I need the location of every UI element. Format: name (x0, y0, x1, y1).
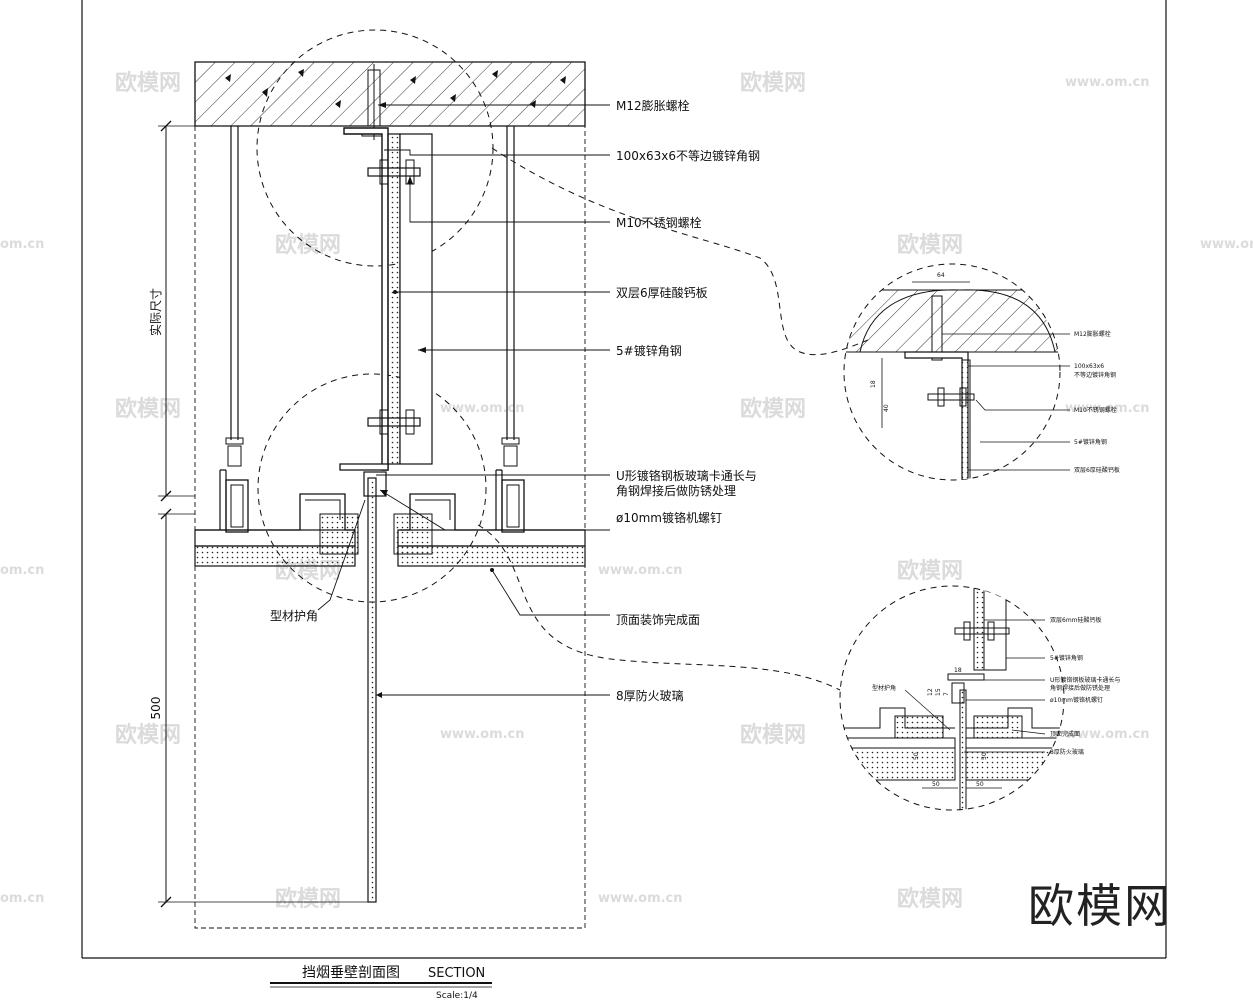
d2-dim-18: 18 (954, 667, 962, 674)
drawing-scale: Scale:1/4 (436, 991, 478, 1001)
d2-dim-50a: 50 (932, 781, 940, 788)
dim-500: 500 (149, 697, 163, 720)
watermark: 欧模网 (897, 232, 963, 258)
watermark-url: www.om.cn (598, 891, 683, 906)
watermark-url: www.om.cn (1065, 75, 1150, 90)
label-m12-bolt: M12膨胀螺栓 (616, 98, 690, 113)
watermark: 欧模网 (740, 70, 806, 96)
watermark: 欧模网 (740, 722, 806, 748)
d1-dim-64: 64 (937, 272, 945, 279)
label-screw: ø10mm镀铬机螺钉 (616, 510, 722, 525)
d2-label-board: 双层6mm硅酸钙板 (1050, 616, 1102, 624)
sheet-frame (81, 0, 1167, 959)
label-angle5: 5#镀锌角钢 (616, 344, 682, 358)
d2-label-finish: 顶面完成面 (1050, 730, 1080, 738)
d2-label-glass: 8厚防火玻璃 (1050, 748, 1084, 756)
detail-circle-top (256, 29, 494, 267)
watermark: 欧模网 (115, 70, 181, 96)
watermark-url: www.om.cn (1200, 237, 1253, 252)
leader-curve-top (491, 147, 869, 356)
watermark: 欧模网 (897, 558, 963, 584)
d1-label-m10: M10不锈钢螺栓 (1074, 406, 1117, 414)
d2-label-u-a: U形镀铬钢板玻璃卡通长与 (1050, 676, 1120, 684)
d2-label-u-b: 角钢焊接后做防锈处理 (1050, 684, 1110, 692)
label-u-channel-1: U形镀铬钢板玻璃卡通长与 (616, 468, 757, 483)
watermark-url: www.om.cn (598, 563, 683, 578)
watermarks: 欧模网 欧模网 www.om.cn 欧模网 欧模网 om.cn www.om.c… (0, 70, 1253, 912)
watermark: 欧模网 (115, 722, 181, 748)
watermark-url: www.om.cn (1065, 727, 1150, 742)
d2-dim-50d: 50 (981, 752, 988, 760)
slab-aggregate-marks (225, 69, 566, 108)
label-u-channel-2: 角钢焊接后做防锈处理 (616, 483, 736, 498)
watermark: 欧模网 (115, 396, 181, 422)
label-angle-100: 100x63x6不等边镀锌角钢 (616, 149, 760, 163)
drawing-section-label: SECTION (428, 966, 485, 981)
d2-dim-12: 12 (927, 688, 934, 696)
d1-label-board: 双层6厚硅酸钙板 (1074, 466, 1120, 474)
watermark-url: www.om.cn (1065, 401, 1150, 416)
d2-dim-15: 15 (935, 688, 942, 696)
d2-label-screw: ø10mm镀铬机螺钉 (1050, 696, 1103, 704)
fire-glass (367, 477, 377, 903)
dim-actual-size: 实际尺寸 (148, 288, 163, 336)
concrete-slab (194, 61, 586, 127)
watermark: 欧模网 (740, 396, 806, 422)
watermark-url: om.cn (0, 891, 44, 906)
watermark-url: om.cn (0, 237, 44, 252)
label-board: 双层6厚硅酸钙板 (616, 285, 708, 300)
watermark-url: www.om.cn (440, 401, 525, 416)
d1-label-angle5: 5#镀锌角钢 (1074, 438, 1107, 446)
d2-label-angle5: 5#镀锌角钢 (1050, 654, 1083, 662)
label-glass: 8厚防火玻璃 (616, 688, 684, 703)
watermark: 欧模网 (275, 886, 341, 912)
main-section: 实际尺寸 500 M12膨胀螺栓 (148, 29, 869, 929)
d1-dim-18: 18 (870, 380, 877, 388)
brand-watermark: 欧模网 (1028, 879, 1172, 933)
d2-dim-50c: 50 (913, 752, 920, 760)
label-edge-trim: 型材护角 (270, 609, 318, 623)
label-m10-bolt: M10不锈钢螺栓 (616, 215, 702, 230)
drawing-title: 挡烟垂壁剖面图 (302, 965, 400, 981)
d1-label-angle-b: 不等边镀锌角钢 (1074, 371, 1116, 379)
d1-label-m12: M12膨胀螺栓 (1074, 330, 1111, 338)
watermark-url: om.cn (0, 563, 44, 578)
label-ceiling-finish: 顶面装饰完成面 (616, 612, 700, 627)
detail-top: 64 18 40 M12膨胀螺栓 100x63x6 不等边镀锌角钢 M10不锈钢… (843, 263, 1120, 481)
d2-dim-7: 7 (943, 692, 950, 696)
d2-label-edge-trim: 型材护角 (872, 684, 896, 692)
watermark-url: www.om.cn (440, 727, 525, 742)
detail-bottom: 50 50 50 50 18 12 15 7 双层6mm硅酸钙板 5#镀锌角钢 … (839, 585, 1120, 811)
title-block: 挡烟垂壁剖面图 SECTION Scale:1/4 (270, 965, 492, 1001)
d1-label-angle-a: 100x63x6 (1074, 363, 1104, 370)
angle-steel-5 (399, 133, 433, 465)
calcium-silicate-board (387, 133, 401, 465)
d1-dim-40: 40 (883, 404, 890, 412)
leader-curve-bottom (477, 524, 841, 691)
d2-dim-50b: 50 (976, 781, 984, 788)
watermark: 欧模网 (897, 886, 963, 912)
